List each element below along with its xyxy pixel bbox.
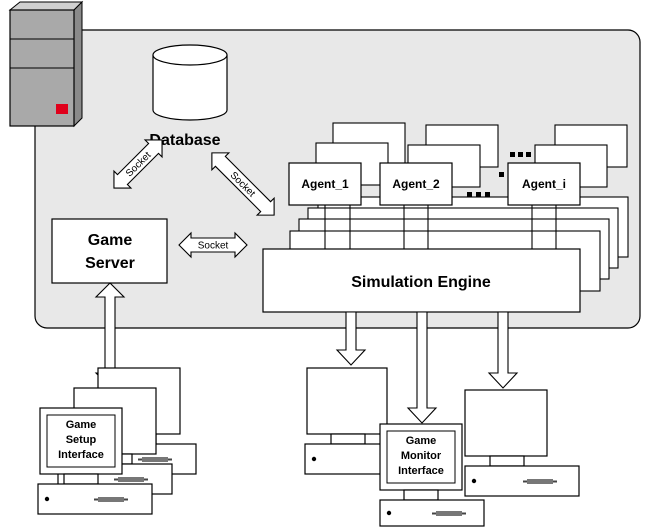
setup-label-line3: Interface — [58, 449, 104, 461]
database-label: Database — [149, 132, 220, 149]
ellipsis-dots — [467, 152, 531, 197]
agent-engine-connectors — [324, 205, 557, 249]
monitor-computer-right — [464, 389, 580, 497]
engine-monitor-arrow-center — [406, 311, 438, 424]
agent-i-label: Agent_i — [522, 177, 566, 191]
socket-label: Socket — [198, 241, 229, 252]
agent-i-box — [507, 162, 581, 206]
agent-1-box — [288, 162, 362, 206]
monitor-computer-center — [379, 423, 485, 527]
game-server-label-line2: Server — [85, 255, 135, 272]
simulation-engine-label: Simulation Engine — [351, 274, 491, 291]
socket-arrow-server-engine: Socket — [178, 231, 248, 259]
agent-2-label: Agent_2 — [392, 177, 440, 191]
server-tower-icon — [8, 0, 84, 128]
engine-monitor-arrow-left — [335, 311, 367, 366]
game-server-label-line1: Game — [88, 232, 133, 249]
setup-label-line1: Game — [66, 419, 97, 431]
setup-label-line2: Setup — [66, 434, 97, 446]
database-icon — [152, 44, 228, 121]
engine-monitor-arrow-right — [487, 311, 519, 389]
monitor-label-line2: Monitor — [401, 450, 442, 462]
monitor-label-line1: Game — [406, 435, 437, 447]
monitor-label-line3: Interface — [398, 465, 444, 477]
agent-2-box — [379, 162, 453, 206]
simulation-engine-box — [262, 248, 581, 313]
setup-computer-front — [37, 407, 153, 515]
agent-1-label: Agent_1 — [301, 177, 349, 191]
game-server-box — [51, 218, 168, 284]
